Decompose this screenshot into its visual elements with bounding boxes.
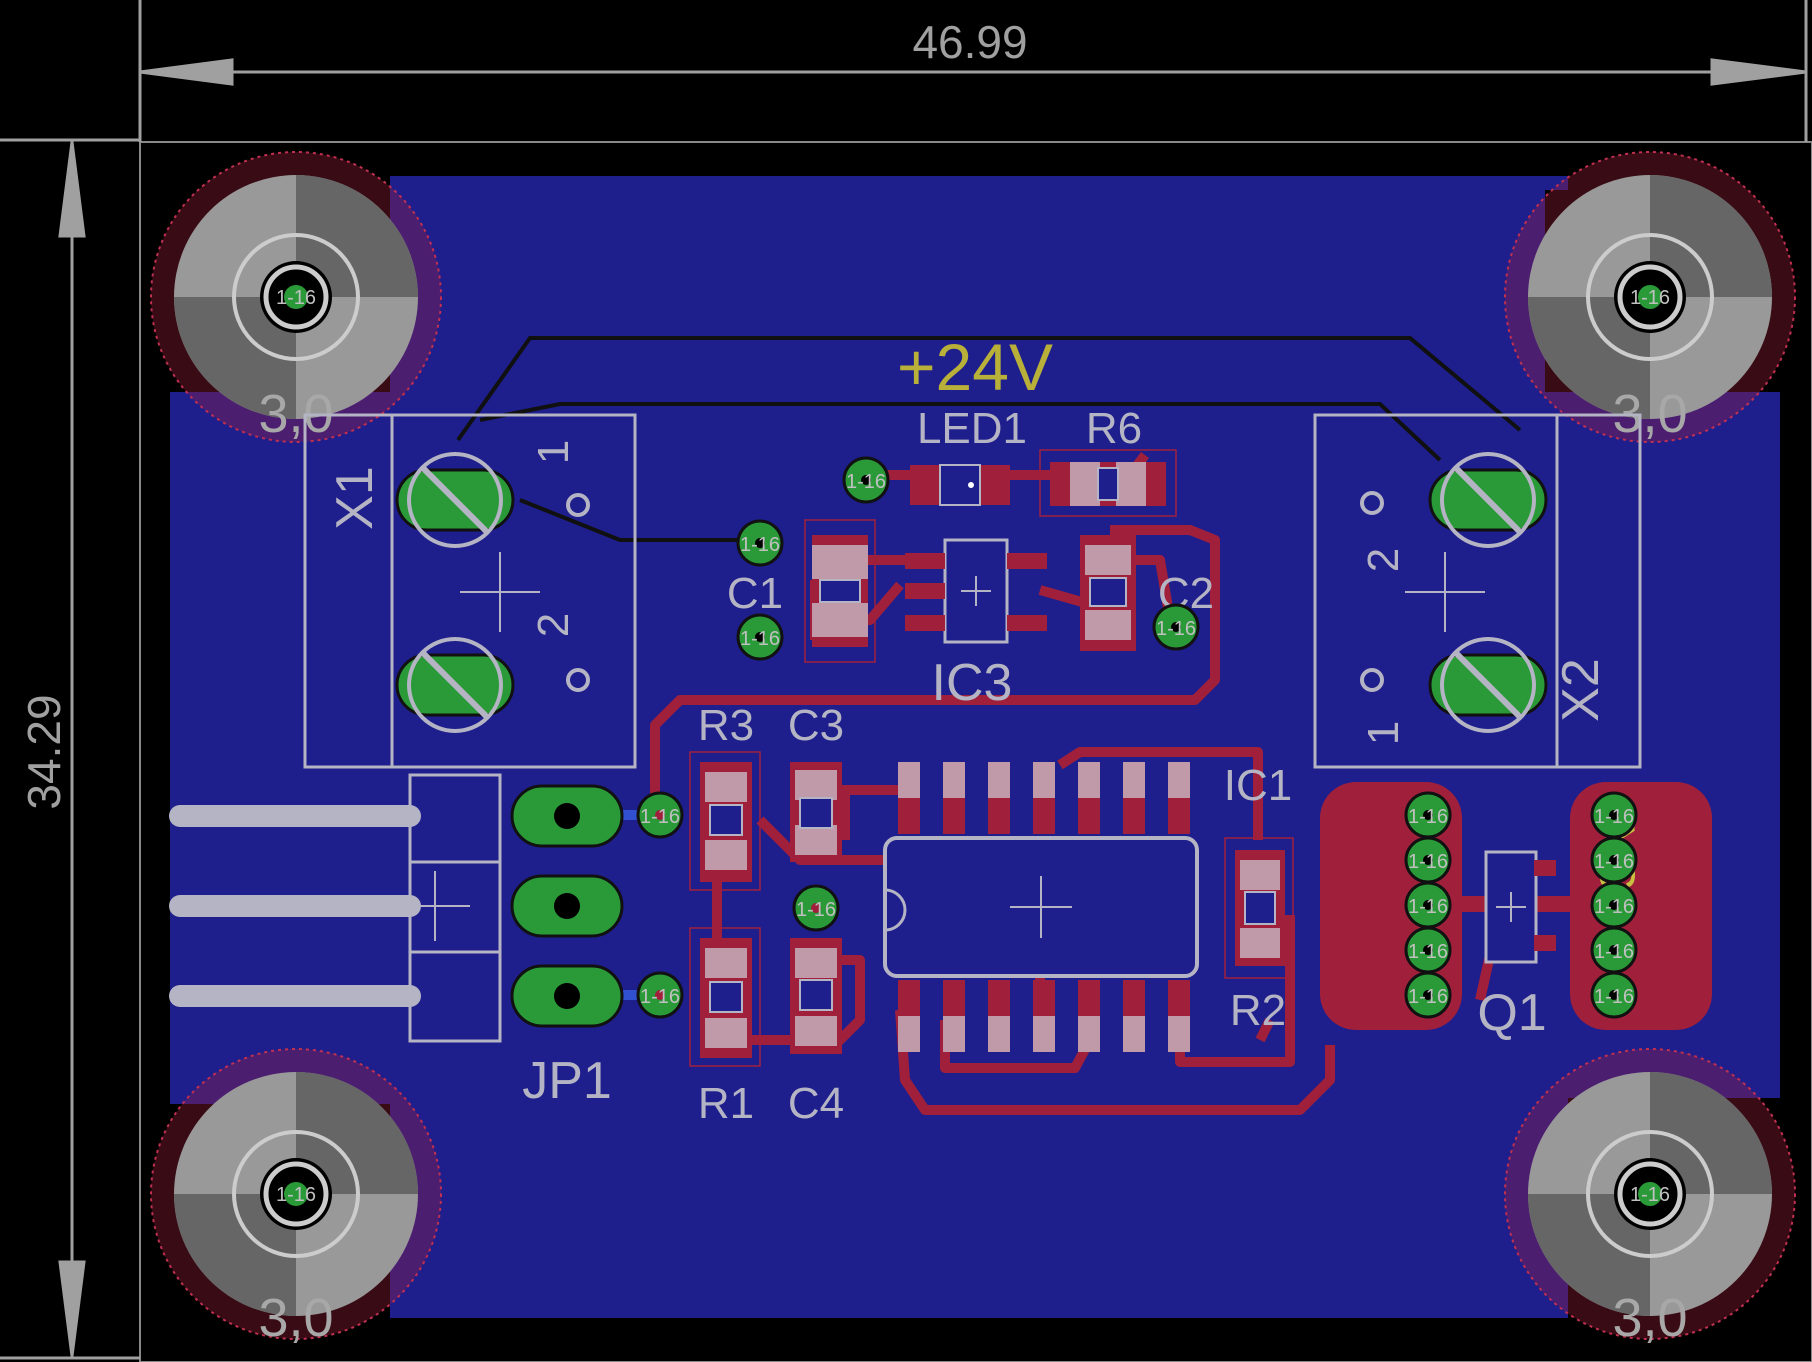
mounting-hole-bl xyxy=(150,1048,442,1340)
jp1-footprint xyxy=(169,773,624,1043)
via-label: 1-16 xyxy=(640,806,680,828)
mounting-hole-tr xyxy=(1504,151,1796,443)
jp1-label: JP1 xyxy=(522,1052,612,1110)
power-label: +24V xyxy=(897,330,1053,404)
q1-footprint xyxy=(1462,850,1570,964)
vias xyxy=(636,456,1638,1019)
mounting-hole-tl xyxy=(150,151,442,443)
via-label: 1-16 xyxy=(1630,1184,1670,1206)
board-outline xyxy=(139,141,1812,1362)
q1-label: Q1 xyxy=(1477,984,1546,1042)
via-label: 1-16 xyxy=(740,628,780,650)
terminal-x2-label: X2 xyxy=(1552,658,1610,722)
via-labels: 1-16 1-16 1-16 1-16 1-16 1-16 1-16 1-16 … xyxy=(276,287,1670,1206)
dimension-height xyxy=(0,138,140,1360)
mounting-hole-br xyxy=(1504,1048,1796,1340)
r2-footprint xyxy=(1224,837,1294,979)
c2-footprint xyxy=(1080,535,1136,651)
r2-label: R2 xyxy=(1230,986,1286,1035)
via-label: 1-16 xyxy=(1594,986,1634,1008)
via-label: 1-16 xyxy=(276,287,316,309)
via-label: 1-16 xyxy=(1408,806,1448,828)
terminal-x2-pin1: 1 xyxy=(1359,721,1408,745)
terminal-x1-pin1: 1 xyxy=(529,440,578,464)
via-label: 1-16 xyxy=(1594,851,1634,873)
via-label: 1-16 xyxy=(1594,941,1634,963)
terminal-x1 xyxy=(303,413,637,769)
r6-label: R6 xyxy=(1086,404,1142,453)
terminal-x2 xyxy=(1313,413,1642,769)
via-label: 1-16 xyxy=(276,1184,316,1206)
ic3-label: IC3 xyxy=(932,654,1013,712)
led1-label: LED1 xyxy=(917,404,1027,453)
r6-footprint xyxy=(1039,449,1177,517)
dimension-width-label: 46.99 xyxy=(912,16,1027,68)
terminal-x1-pin2: 2 xyxy=(529,613,578,637)
via-label: 1-16 xyxy=(1408,986,1448,1008)
dimension-height-label: 34.29 xyxy=(18,694,70,809)
c3-label: C3 xyxy=(788,701,844,750)
r1-footprint xyxy=(689,927,761,1067)
c1-label: C1 xyxy=(727,569,783,618)
terminal-x2-pin2: 2 xyxy=(1359,548,1408,572)
via-label: 1-16 xyxy=(1408,851,1448,873)
ic1-footprint xyxy=(883,762,1199,1052)
via-label: 1-16 xyxy=(1156,618,1196,640)
via-label: 1-16 xyxy=(1630,287,1670,309)
via-label: 1-16 xyxy=(640,986,680,1008)
via-label: 1-16 xyxy=(1408,941,1448,963)
via-label: 1-16 xyxy=(1594,806,1634,828)
r3-footprint xyxy=(689,751,761,891)
copper-pour xyxy=(170,176,1780,1318)
via-label: 1-16 xyxy=(1408,896,1448,918)
via-label: 1-16 xyxy=(740,534,780,556)
power-trace-outline-inner xyxy=(479,402,1442,542)
c1-footprint xyxy=(804,519,876,663)
terminal-x1-label: X1 xyxy=(326,466,384,530)
hole-size-label-bl: 3,0 xyxy=(258,1288,333,1348)
r1-label: R1 xyxy=(698,1079,754,1128)
via-label: 1-16 xyxy=(846,471,886,493)
via-label: 1-16 xyxy=(1594,896,1634,918)
hole-size-label-br: 3,0 xyxy=(1612,1288,1687,1348)
c3-footprint xyxy=(790,762,842,862)
ic3-footprint xyxy=(905,538,1047,644)
c4-label: C4 xyxy=(788,1079,844,1128)
led1-footprint xyxy=(910,464,1010,506)
dimension-width xyxy=(138,0,1808,142)
c4-footprint xyxy=(790,938,842,1054)
power-trace-outline xyxy=(456,336,1522,442)
ic1-label: IC1 xyxy=(1224,761,1292,810)
via-label: 1-16 xyxy=(796,899,836,921)
r3-label: R3 xyxy=(698,701,754,750)
